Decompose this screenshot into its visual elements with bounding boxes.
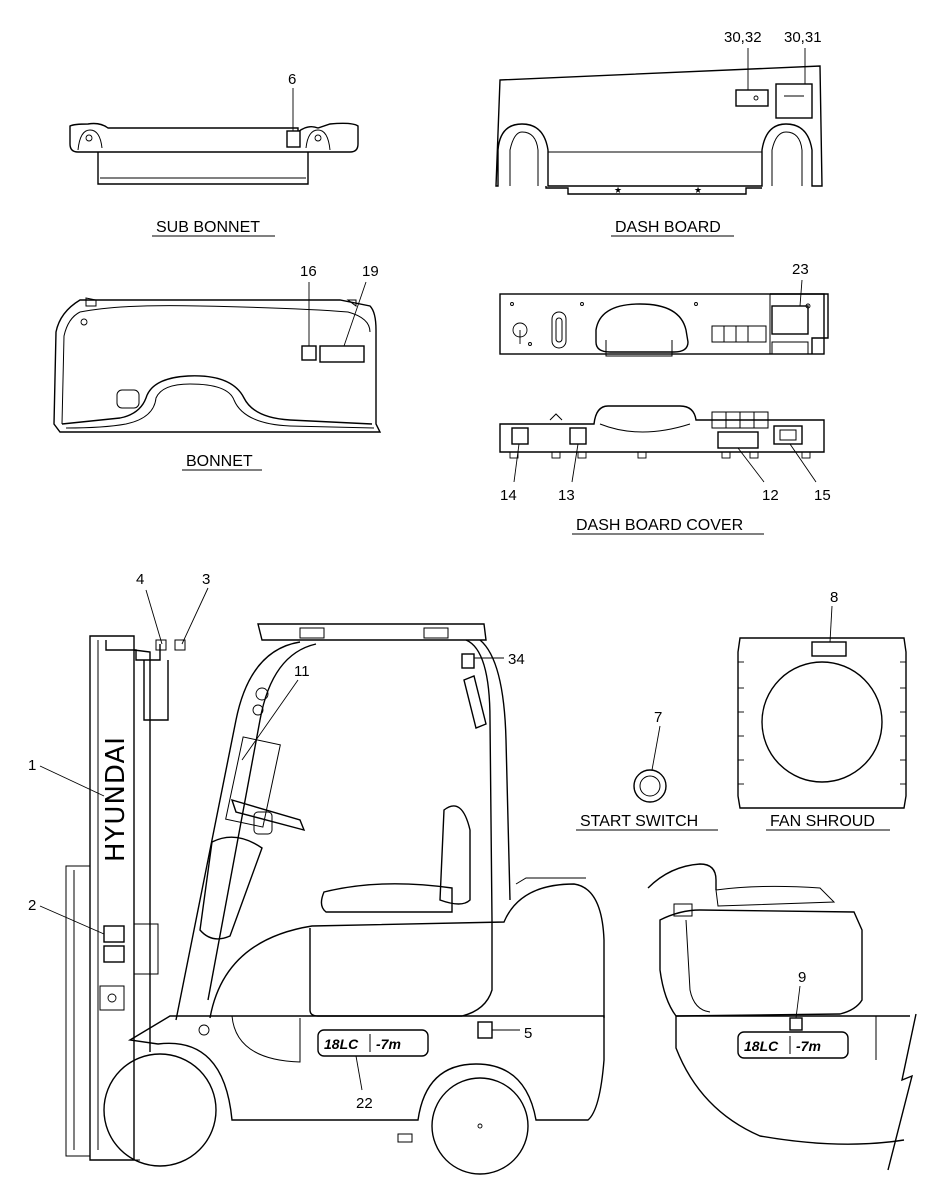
- model-decal-rear-b: -7m: [796, 1038, 821, 1054]
- model-decal-rear: [737, 1031, 849, 1059]
- decal-16-marker: [301, 345, 317, 361]
- decal-19-marker: [319, 345, 365, 363]
- callout-14: 14: [500, 487, 517, 504]
- callout-16: 16: [300, 263, 317, 280]
- label-sub-bonnet: SUB BONNET: [156, 219, 260, 236]
- bonnet-drawing: [53, 281, 382, 433]
- label-dash-board-cover: DASH BOARD COVER: [576, 517, 743, 534]
- decal-23-marker: [771, 305, 809, 335]
- callout-34: 34: [508, 651, 525, 668]
- svg-text:★: ★: [694, 185, 702, 195]
- label-fan-shroud: FAN SHROUD: [770, 813, 875, 830]
- model-decal-rear-a: 18LC: [744, 1038, 779, 1054]
- callout-30-31: 30,31: [784, 29, 822, 46]
- rear-body-detail: [647, 863, 917, 1171]
- start-switch-drawing: [633, 725, 667, 803]
- decal-6-marker: [286, 130, 301, 148]
- forklift-side-view: [39, 587, 605, 1175]
- decal-9-marker: [789, 1017, 803, 1031]
- model-decal-b: -7m: [376, 1036, 401, 1052]
- decal-30-32-marker: [735, 89, 769, 107]
- callout-6: 6: [288, 71, 296, 88]
- callout-11: 11: [294, 663, 310, 680]
- callout-23: 23: [792, 261, 809, 278]
- callout-4: 4: [136, 571, 144, 588]
- decal-34-marker: [461, 653, 475, 669]
- decal-30-31-marker: [775, 83, 813, 119]
- label-start-switch: START SWITCH: [580, 813, 698, 830]
- decal-14-marker: [511, 427, 529, 445]
- label-bonnet: BONNET: [186, 453, 253, 470]
- callout-12: 12: [762, 487, 779, 504]
- brand-decal-mast: HYUNDAI: [101, 736, 131, 862]
- dash-board-cover-drawing: [499, 405, 825, 483]
- sub-bonnet-drawing: [69, 88, 359, 185]
- callout-3: 3: [202, 571, 210, 588]
- decal-8-marker: [811, 641, 847, 657]
- callout-13: 13: [558, 487, 575, 504]
- decal-13-marker: [569, 427, 587, 445]
- decal-5-marker: [477, 1021, 493, 1039]
- callout-19: 19: [362, 263, 379, 280]
- callout-1: 1: [28, 757, 36, 774]
- model-decal-side: [317, 1029, 429, 1057]
- dash-board-drawing: ★ ★: [495, 48, 823, 195]
- callout-2: 2: [28, 897, 36, 914]
- callout-8: 8: [830, 589, 838, 606]
- decal-2a-marker: [103, 925, 125, 943]
- decal-2b-marker: [103, 945, 125, 963]
- callout-30-32: 30,32: [724, 29, 762, 46]
- fan-shroud-drawing: [737, 605, 907, 809]
- callout-15: 15: [814, 487, 831, 504]
- decal-15-marker: [773, 425, 803, 445]
- callout-9: 9: [798, 969, 806, 986]
- model-decal-a: 18LC: [324, 1036, 359, 1052]
- svg-text:★: ★: [614, 185, 622, 195]
- decal-12-marker: [717, 431, 759, 449]
- callout-7: 7: [654, 709, 662, 726]
- callout-5: 5: [524, 1025, 532, 1042]
- dash-board-front-drawing: [499, 279, 829, 357]
- callout-22: 22: [356, 1095, 373, 1112]
- label-dash-board: DASH BOARD: [615, 219, 721, 236]
